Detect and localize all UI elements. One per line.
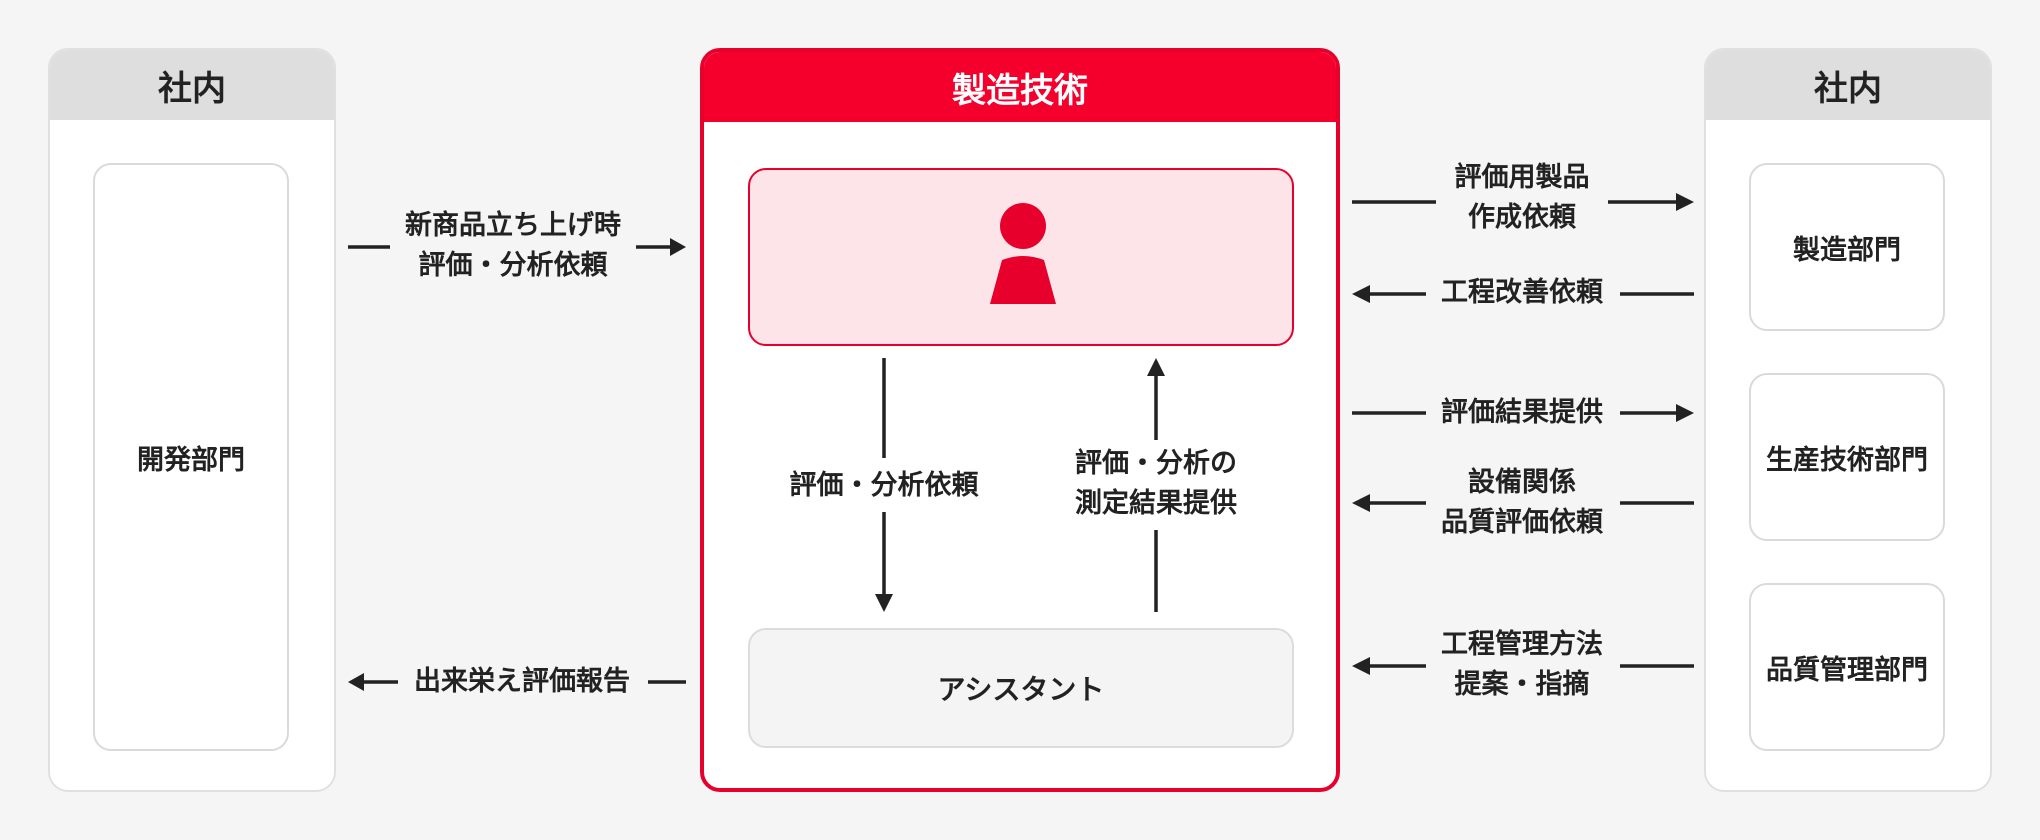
flow-arrow-down-head bbox=[875, 594, 893, 612]
flow-label-right-3: 評価結果提供 bbox=[1441, 397, 1603, 428]
quality-control-dept-box: 品質管理部門 bbox=[1749, 583, 1945, 751]
left-panel-title: 社内 bbox=[50, 50, 334, 120]
flow-arrow-right-3-head bbox=[1676, 404, 1694, 422]
flow-arrow-left-2-head bbox=[348, 673, 364, 691]
flow-label-right-1: 評価用製品 作成依頼 bbox=[1454, 162, 1590, 233]
right-panel: 社内 製造部門 生産技術部門 品質管理部門 bbox=[1704, 48, 1992, 792]
assistant-box: アシスタント bbox=[748, 628, 1294, 748]
flow-label-up: 評価・分析の 測定結果提供 bbox=[1075, 448, 1237, 519]
flow-arrow-right-1-head bbox=[1676, 193, 1694, 211]
person-icon bbox=[990, 203, 1056, 304]
center-panel-title: 製造技術 bbox=[704, 52, 1336, 122]
person-box bbox=[748, 168, 1294, 346]
flow-arrow-right-5-head bbox=[1352, 657, 1370, 675]
flow-label-left-1: 新商品立ち上げ時 評価・分析依頼 bbox=[405, 210, 621, 281]
flow-label-right-4: 設備関係 品質評価依頼 bbox=[1441, 467, 1603, 538]
flow-arrow-left-1-head bbox=[670, 238, 686, 256]
center-panel: 製造技術 アシスタント bbox=[700, 48, 1340, 792]
manufacturing-dept-box: 製造部門 bbox=[1749, 163, 1945, 331]
production-engineering-dept-box: 生産技術部門 bbox=[1749, 373, 1945, 541]
flow-label-right-2: 工程改善依頼 bbox=[1441, 277, 1603, 308]
dev-dept-box: 開発部門 bbox=[93, 163, 289, 751]
flow-label-left-2: 出来栄え評価報告 bbox=[414, 666, 630, 697]
flow-arrow-right-4-head bbox=[1352, 494, 1370, 512]
flow-label-right-5: 工程管理方法 提案・指摘 bbox=[1441, 629, 1603, 700]
flow-arrow-up-head bbox=[1147, 358, 1165, 376]
right-panel-title: 社内 bbox=[1706, 50, 1990, 120]
left-panel: 社内 開発部門 bbox=[48, 48, 336, 792]
flow-arrow-right-2-head bbox=[1352, 285, 1370, 303]
flow-label-down: 評価・分析依頼 bbox=[789, 470, 979, 501]
